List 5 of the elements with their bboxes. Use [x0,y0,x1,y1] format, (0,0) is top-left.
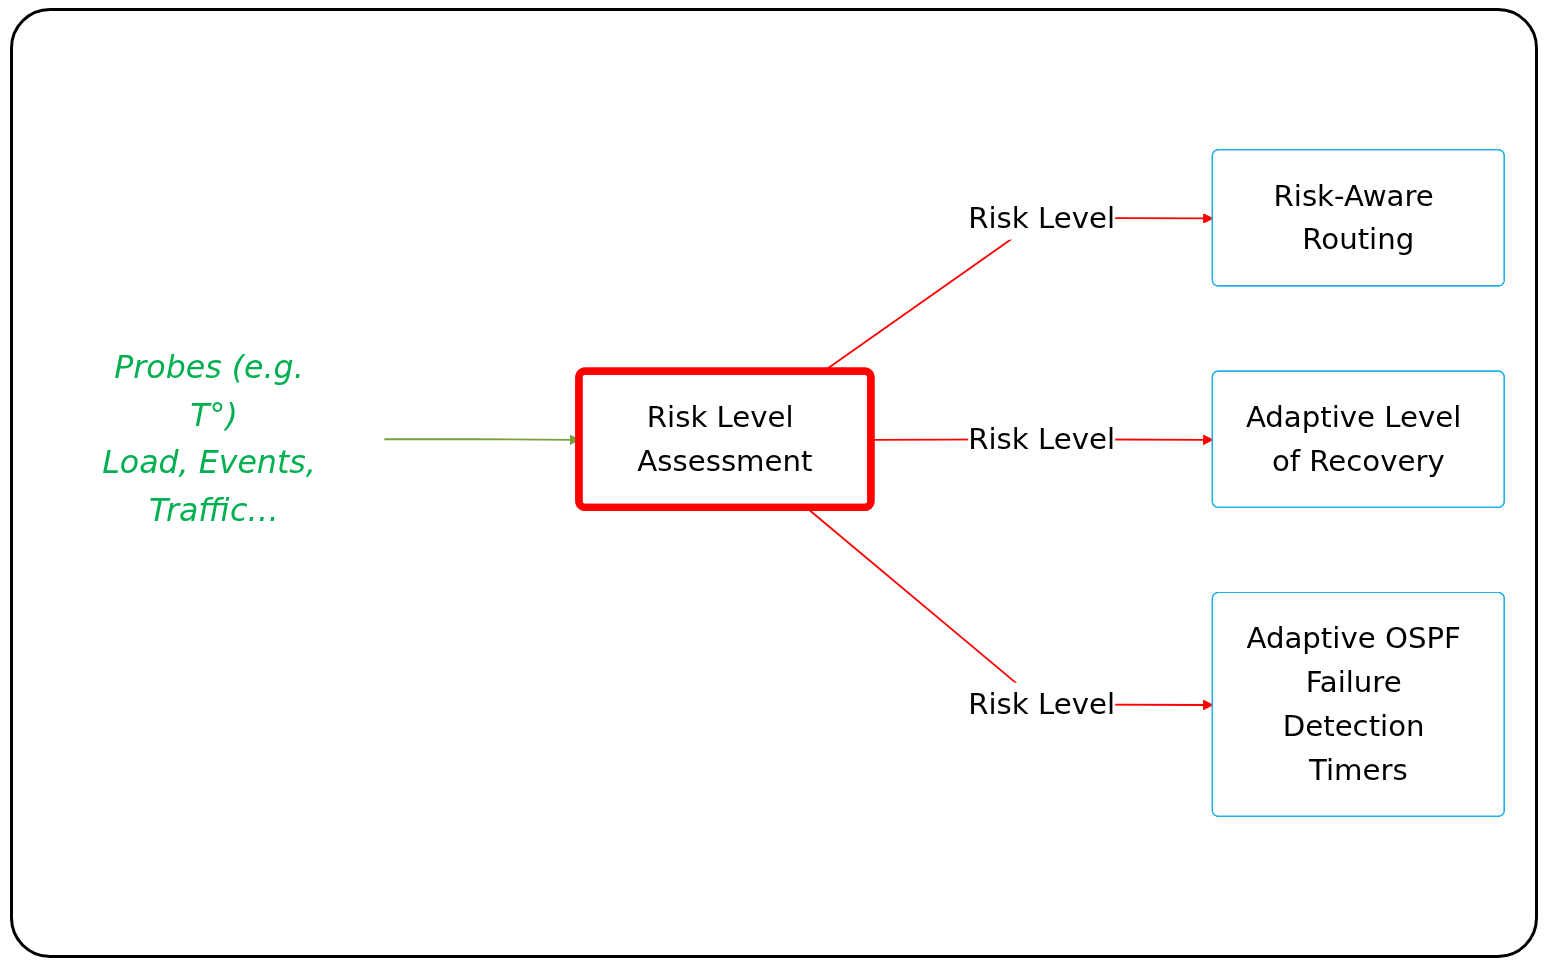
edge-label: Risk Level [968,687,1116,722]
edge-label: Risk Level [968,200,1116,235]
edge-label: Risk Level [968,422,1116,457]
frame-border: Risk Level Risk Level Risk Level Risk Level Assessment Risk-Aware Routing Adaptive Level of Recovery Adaptive OSPF Failure Detection Timers Probes (e.g. T°) Load, Events, Traffic… [10,8,1538,958]
node-text: Probes (e.g. T°) Load, Events, Traffic… [102,349,316,529]
